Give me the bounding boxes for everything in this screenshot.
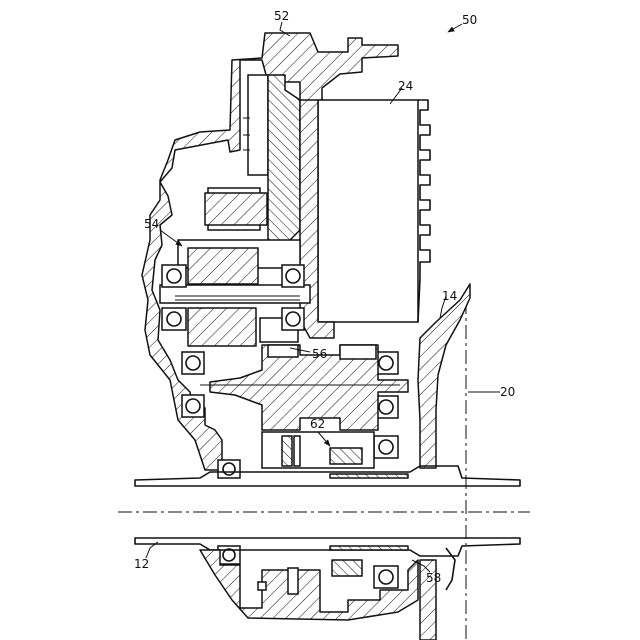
bearing-mid-left [162,308,186,330]
bearing-lower-left-2 [182,395,204,417]
ref-14: 14 [442,289,457,303]
bearing-mid-right [282,308,304,330]
ref-20: 20 [500,385,515,399]
bearing-upper-right [282,265,304,287]
clutch-62 [262,432,374,468]
bearing-right-3 [374,436,398,458]
motor-stator [300,100,430,338]
ref-12: 12 [134,557,149,571]
ref-54: 54 [144,217,159,231]
bearing-lower-left [182,352,204,374]
ref-56: 56 [312,347,327,361]
ref-24: 24 [398,79,413,93]
bearing-lower-half-left [218,546,240,564]
ref-50: 50 [462,13,477,27]
output-member [200,345,408,430]
ref-58: 58 [426,571,441,585]
bearing-bottom-left [218,460,240,478]
bracket-14 [418,284,470,468]
ref-52: 52 [274,9,289,23]
drive-shaft [135,466,520,556]
ref-62: 62 [310,417,325,431]
bearing-upper-left [162,265,186,287]
bearing-lower-half-right [374,566,398,588]
